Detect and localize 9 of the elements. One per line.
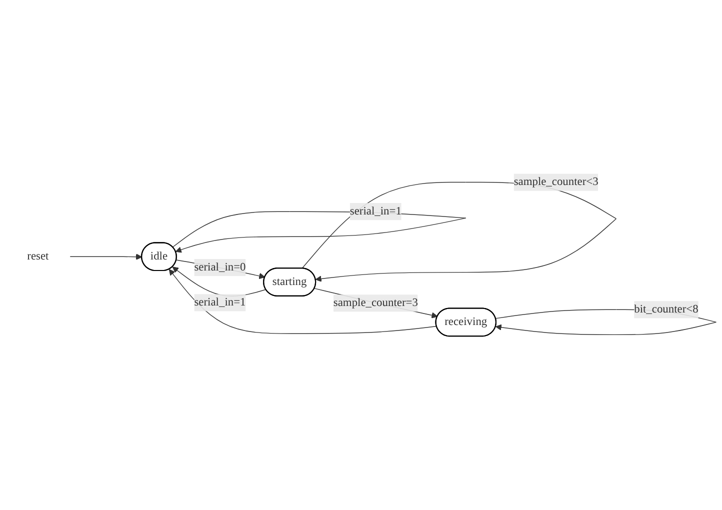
arrow bbox=[70, 254, 142, 260]
edge-label: serial_in=0 bbox=[194, 261, 246, 274]
node-text: reset bbox=[27, 250, 49, 262]
edge-label: bit_counter<8 bbox=[634, 303, 698, 316]
arrow bbox=[168, 269, 437, 334]
edge-label: sample_counter=3 bbox=[333, 296, 418, 309]
edge-label: serial_in=1 bbox=[350, 205, 402, 218]
edge-label: serial_in=1 bbox=[194, 296, 246, 309]
edge-label: sample_counter<3 bbox=[514, 176, 598, 188]
